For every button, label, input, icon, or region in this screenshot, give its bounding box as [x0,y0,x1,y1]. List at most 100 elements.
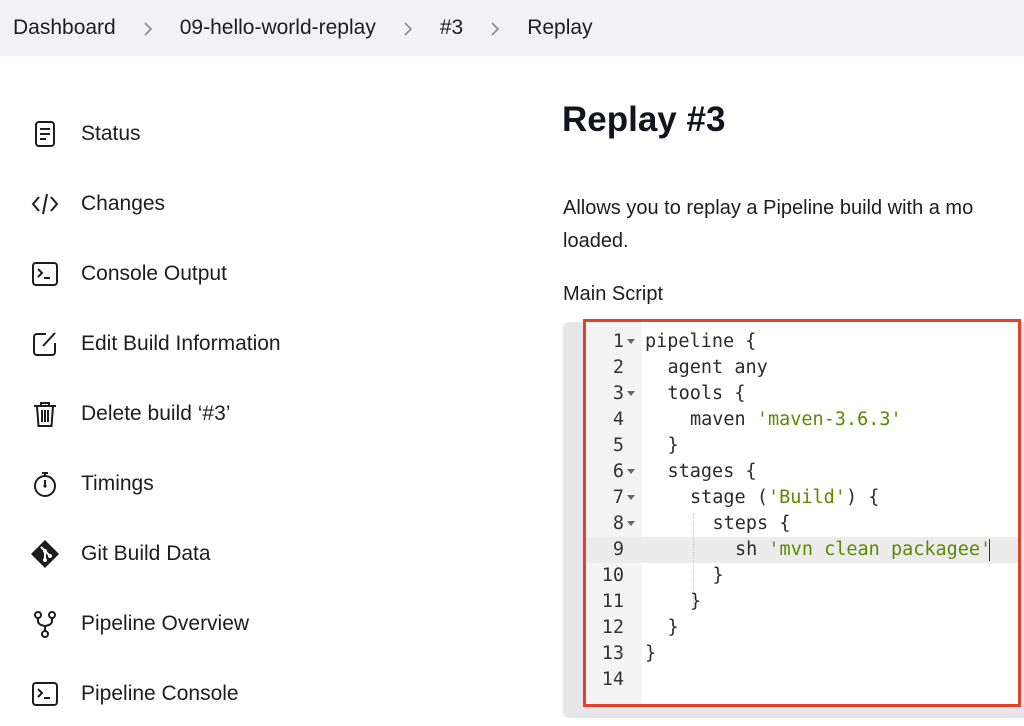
sidebar-item-timings[interactable]: Timings [28,464,154,504]
code-token: tools { [667,383,746,404]
code-line[interactable]: 8 steps { [586,511,1018,537]
document-icon [28,117,62,151]
sidebar-item-label: Pipeline Console [81,682,239,705]
main-script-label: Main Script [563,283,664,305]
sidebar-item-label: Edit Build Information [81,332,281,355]
git-icon [28,537,62,571]
code-text: pipeline { [645,329,756,355]
sidebar-item-label: Git Build Data [81,542,211,565]
chevron-right-icon [142,22,154,36]
code-text: steps { [713,511,791,537]
fold-arrow-icon[interactable] [627,469,635,474]
sidebar-item-status[interactable]: Status [28,114,141,154]
code-line[interactable]: 2 agent any [586,355,1018,381]
line-number: 6 [612,461,624,482]
sidebar-item-label: Changes [81,192,166,215]
code-token: } [667,617,679,638]
code-token: pipeline { [645,331,757,352]
code-token: } [645,643,657,664]
sidebar-item-pipeline-overview[interactable]: Pipeline Overview [28,604,249,644]
breadcrumb-replay[interactable]: Replay [527,16,593,39]
sidebar-item-label: Delete build ‘#3’ [81,402,231,425]
code-token: stages { [667,461,757,482]
page-title: Replay #3 [562,100,726,139]
code-token: agent any [667,357,768,378]
code-line[interactable]: 12} [586,615,1018,641]
line-number: 2 [612,357,624,378]
fold-arrow-icon[interactable] [627,391,635,396]
code-token: maven [690,409,757,430]
sidebar-item-git-build-data[interactable]: Git Build Data [28,534,211,574]
line-number: 9 [612,539,624,560]
description-line: loaded. [563,230,629,252]
line-number: 8 [612,513,624,534]
code-line[interactable]: 11} [586,589,1018,615]
code-line[interactable]: 13} [586,641,1018,667]
line-number: 10 [601,565,624,586]
breadcrumb-job[interactable]: 09-hello-world-replay [179,16,376,39]
text-cursor [989,539,990,561]
code-text: stage ('Build') { [690,485,879,511]
code-text: maven 'maven-3.6.3' [690,407,902,433]
sidebar-item-changes[interactable]: Changes [28,184,165,224]
sidebar-item-label: Pipeline Overview [81,612,250,635]
line-number: 12 [601,617,624,638]
line-number: 14 [601,669,624,690]
code-token: } [690,591,702,612]
code-text: sh 'mvn clean packagee' [735,537,991,563]
sidebar-item-console-output[interactable]: Console Output [28,254,227,294]
fold-arrow-icon[interactable] [627,495,635,500]
code-line[interactable]: 14 [586,667,1018,693]
indent-guide [693,513,694,605]
code-text: tools { [668,381,746,407]
chevron-right-icon [402,22,414,36]
code-line[interactable]: 9 sh 'mvn clean packagee' [586,537,1018,563]
line-number: 1 [612,331,624,352]
description-line: Allows you to replay a Pipeline build wi… [563,197,974,219]
code-text: } [713,563,724,589]
code-string: 'maven-3.6.3' [756,409,902,430]
code-line[interactable]: 5} [586,433,1018,459]
code-line[interactable]: 10} [586,563,1018,589]
code-line[interactable]: 3 tools { [586,381,1018,407]
sidebar-item-edit-build-information[interactable]: Edit Build Information [28,324,281,364]
line-number: 11 [601,591,624,612]
edit-icon [28,327,62,361]
sidebar-item-label: Timings [81,472,154,495]
terminal-icon [28,677,62,711]
line-number: 7 [612,487,624,508]
breadcrumb-build[interactable]: #3 [439,16,464,39]
branch-icon [28,607,62,641]
code-token: stage ( [690,487,768,508]
code-string: 'mvn clean packagee' [768,539,992,560]
code-text: } [690,589,701,615]
fold-arrow-icon[interactable] [627,521,635,526]
page-description: Allows you to replay a Pipeline build wi… [563,192,1024,258]
terminal-icon [28,257,62,291]
chevron-right-icon [489,22,501,36]
code-text: } [668,433,679,459]
line-number: 5 [612,435,624,456]
trash-icon [28,397,62,431]
sidebar-item-delete-build[interactable]: Delete build ‘#3’ [28,394,230,434]
line-number: 3 [612,383,624,404]
breadcrumb-dashboard[interactable]: Dashboard [13,16,116,39]
code-line[interactable]: 7 stage ('Build') { [586,485,1018,511]
sidebar-item-label: Status [81,122,141,145]
code-text: } [645,641,656,667]
code-line[interactable]: 1 pipeline { [586,329,1018,355]
code-token: sh [735,539,769,560]
code-text: agent any [668,355,768,381]
code-icon [28,187,62,221]
code-token: ) { [845,487,880,508]
code-string: 'Build' [767,487,846,508]
fold-arrow-icon[interactable] [627,339,635,344]
code-token: } [667,435,679,456]
sidebar-item-pipeline-console[interactable]: Pipeline Console [28,674,239,714]
code-line[interactable]: 6 stages { [586,459,1018,485]
stopwatch-icon [28,467,62,501]
sidebar-item-label: Console Output [81,262,227,285]
line-number: 13 [601,643,624,664]
